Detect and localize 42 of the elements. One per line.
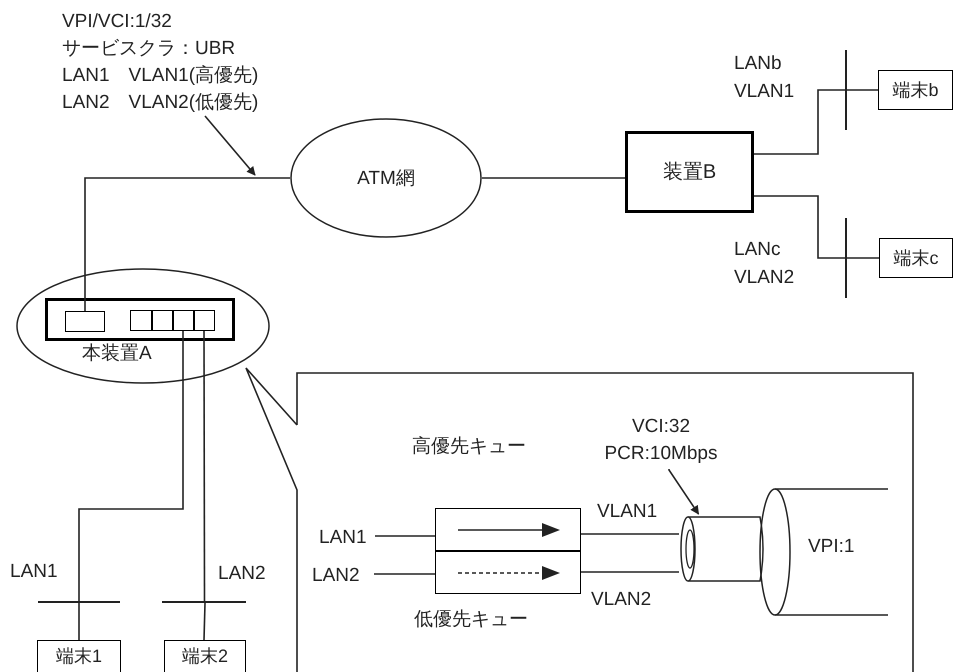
device-box: 装置B bbox=[625, 131, 754, 213]
channel-spec-text: VCI:32 bbox=[632, 415, 690, 439]
connector-line bbox=[482, 177, 625, 179]
queue-heading: 低優先キュー bbox=[414, 610, 528, 629]
connector-line bbox=[847, 257, 879, 259]
connector-line bbox=[374, 573, 435, 575]
lan-label: LAN1 bbox=[319, 526, 367, 550]
connector-line bbox=[203, 331, 206, 601]
setting-text: サービスクラ：UBR bbox=[62, 37, 236, 61]
network-label: ATM網 bbox=[357, 168, 415, 188]
connector-line bbox=[754, 195, 845, 259]
leader-arrow bbox=[204, 115, 256, 176]
lan-label: VLAN1 bbox=[597, 500, 658, 524]
connector-line bbox=[847, 89, 878, 91]
leader-arrow bbox=[668, 468, 700, 515]
device-label: 本装置A bbox=[82, 344, 152, 363]
channel-spec-text: PCR:10Mbps bbox=[604, 442, 718, 466]
lan-label: VLAN1 bbox=[734, 80, 794, 104]
connector-line bbox=[78, 603, 80, 640]
connector-line bbox=[581, 533, 679, 535]
setting-text: LAN1 VLAN1(高優先) bbox=[62, 64, 258, 88]
connector-line bbox=[375, 535, 435, 537]
lan-label: LANb bbox=[734, 52, 782, 76]
setting-text: LAN2 VLAN2(低優先) bbox=[62, 91, 258, 115]
terminal-box: 端末1 bbox=[37, 640, 121, 672]
lan-label: LANc bbox=[734, 238, 780, 262]
connector-line bbox=[203, 602, 206, 640]
terminal-box: 端末c bbox=[879, 238, 953, 278]
connector-line bbox=[78, 331, 184, 601]
setting-text: VPI/VCI:1/32 bbox=[62, 10, 172, 34]
lan-label: LAN2 bbox=[218, 562, 266, 586]
queue-heading: 高優先キュー bbox=[412, 437, 526, 456]
connector-line bbox=[754, 89, 845, 155]
connector-line bbox=[84, 177, 290, 311]
connector-line bbox=[581, 571, 679, 573]
lan-label: VLAN2 bbox=[591, 588, 652, 612]
lan-label: VLAN2 bbox=[734, 266, 794, 290]
terminal-box: 端末b bbox=[878, 70, 953, 110]
lan-label: LAN1 bbox=[10, 560, 58, 584]
lan-label: LAN2 bbox=[312, 564, 360, 588]
path-label: VPI:1 bbox=[808, 537, 854, 556]
terminal-box: 端末2 bbox=[164, 640, 246, 672]
